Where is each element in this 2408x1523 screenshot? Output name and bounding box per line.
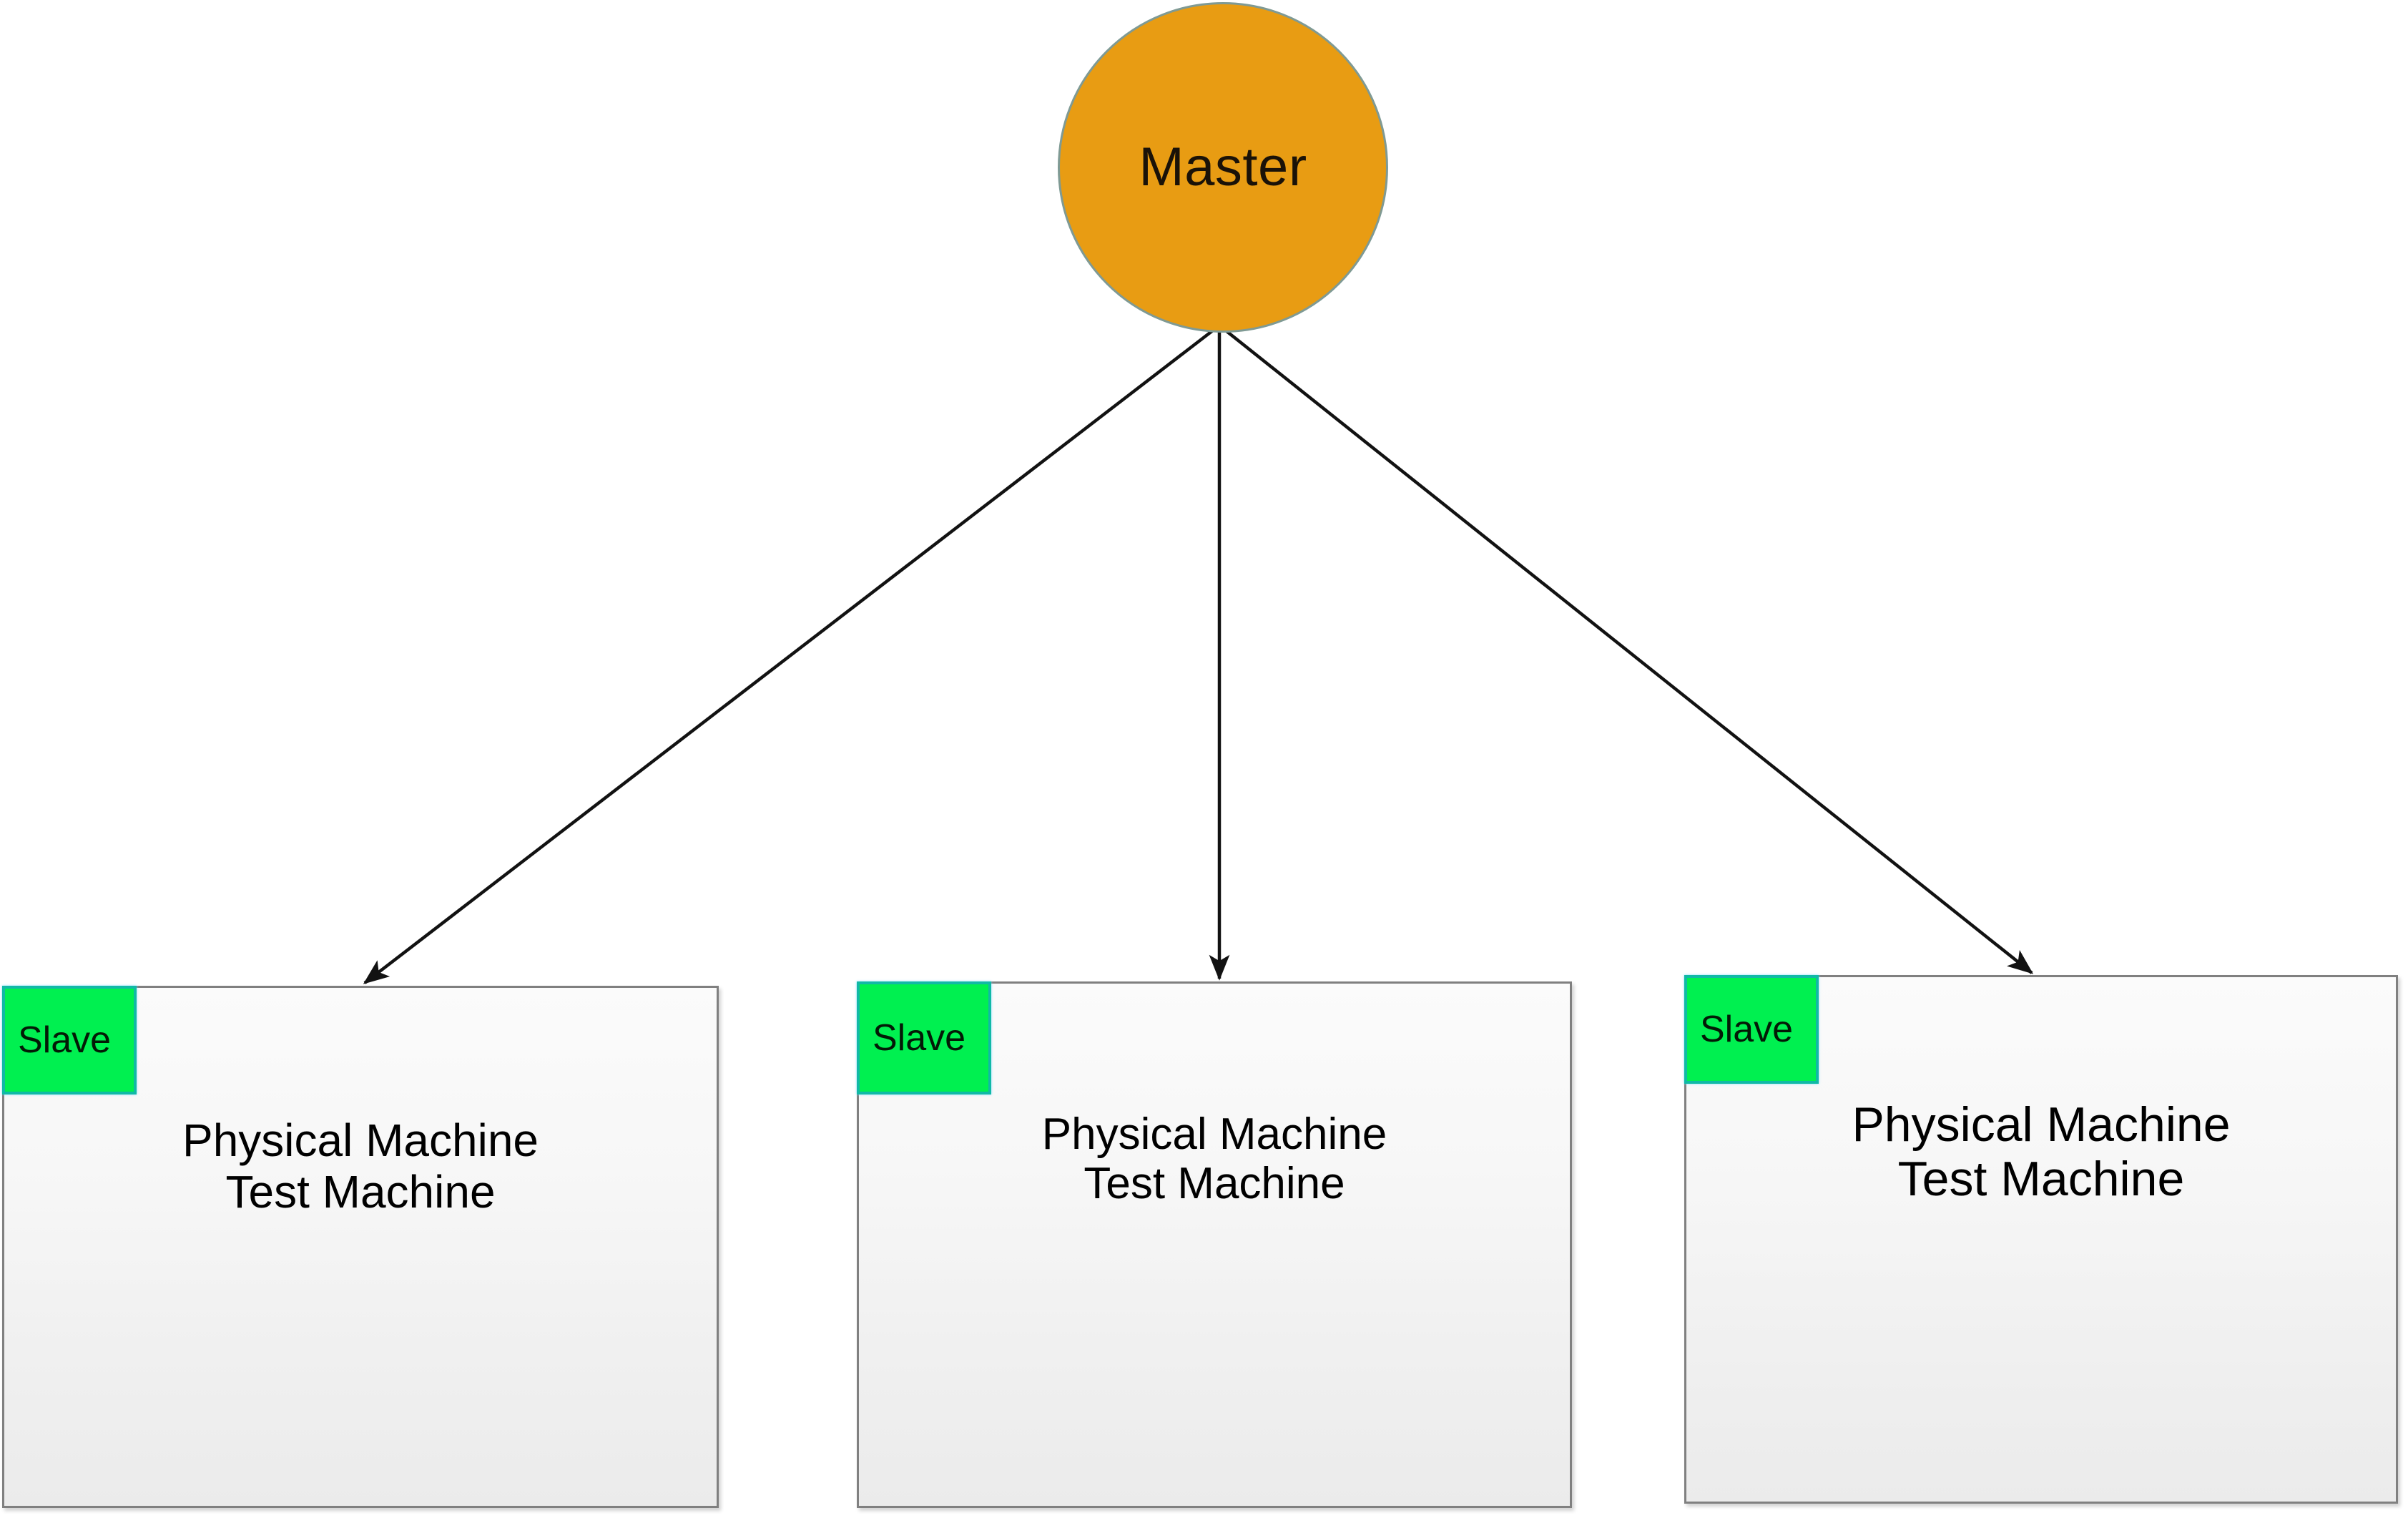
slave-machine-caption-line2: Test Machine <box>1083 1159 1345 1209</box>
edge-master-to-slave-3 <box>1218 324 2034 974</box>
slave-machine-caption-line1: Physical Machine <box>182 1115 539 1166</box>
slave-machine-caption-line1: Physical Machine <box>1041 1110 1387 1159</box>
slave-machine-caption-3: Physical Machine Test Machine <box>1686 1097 2396 1206</box>
slave-badge-2[interactable]: Slave <box>857 981 991 1094</box>
slave-machine-caption-1: Physical Machine Test Machine <box>4 1115 717 1218</box>
slave-machine-caption-line1: Physical Machine <box>1852 1097 2231 1152</box>
slave-machine-caption-line2: Test Machine <box>1897 1152 2185 1207</box>
slave-badge-label-1: Slave <box>18 1019 112 1061</box>
slave-machine-caption-2: Physical Machine Test Machine <box>859 1110 1570 1209</box>
slave-badge-3[interactable]: Slave <box>1684 975 1819 1084</box>
master-node-label: Master <box>1139 137 1307 197</box>
slave-machine-caption-line2: Test Machine <box>225 1165 496 1218</box>
slave-badge-label-3: Slave <box>1700 1009 1794 1050</box>
master-node[interactable]: Master <box>1058 2 1388 333</box>
edge-master-to-slave-1 <box>363 324 1221 984</box>
slave-badge-label-2: Slave <box>873 1017 966 1059</box>
slave-badge-1[interactable]: Slave <box>2 986 137 1094</box>
